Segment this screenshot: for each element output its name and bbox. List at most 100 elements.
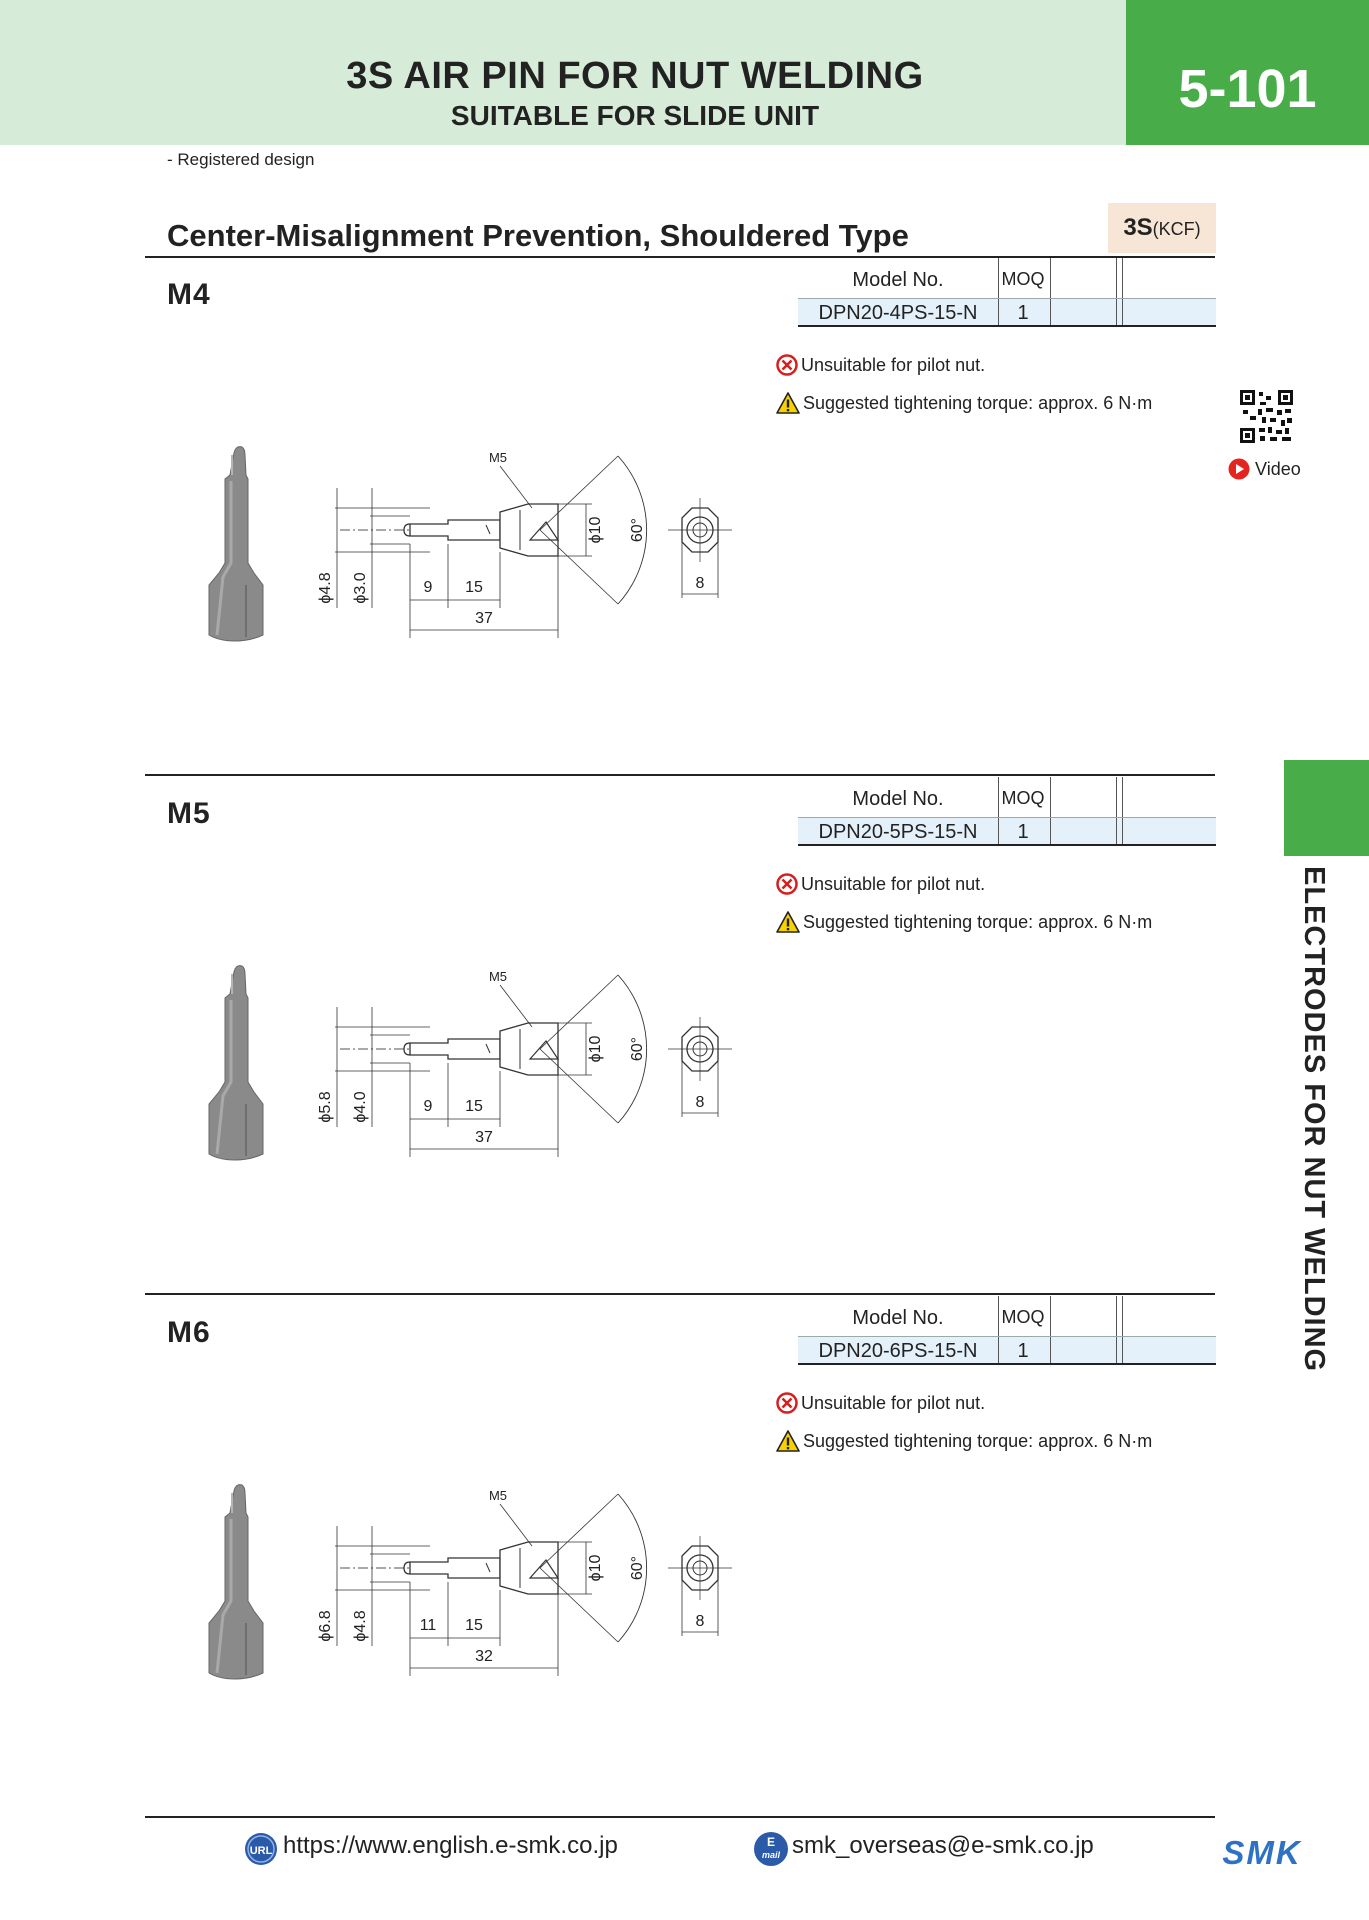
table-gridline (1050, 777, 1051, 817)
header-banner (0, 0, 1126, 145)
unsuitable-text: Unsuitable for pilot nut. (801, 355, 986, 375)
dimension-label: 15 (465, 579, 483, 596)
model-number: DPN20-6PS-15-N (818, 1340, 978, 1362)
dimension-label: ϕ5.8 (317, 1091, 334, 1122)
size-label: M5 (167, 797, 211, 830)
dimension-label: 8 (696, 575, 705, 592)
dimension-label: 60° (629, 1556, 646, 1580)
table-gridline (1116, 258, 1117, 298)
dimension-label: 15 (465, 1617, 483, 1634)
website-link[interactable]: https://www.english.e-smk.co.jp (283, 1832, 618, 1859)
dimension-label: 32 (475, 1648, 493, 1665)
dimension-label: M5 (489, 969, 507, 984)
page-subtitle: SUITABLE FOR SLIDE UNIT (450, 100, 820, 131)
page-number: 5-101 (1126, 0, 1369, 145)
model-table: Model No.MOQ DPN20-5PS-15-N 1 (798, 777, 1216, 846)
table-gridline (1122, 1296, 1123, 1336)
unsuitable-text: Unsuitable for pilot nut. (801, 874, 986, 894)
svg-text:mail: mail (762, 1850, 781, 1860)
model-row[interactable]: DPN20-5PS-15-N 1 (798, 817, 1216, 846)
prohibited-icon (776, 873, 798, 895)
table-gridline (1122, 818, 1123, 844)
table-gridline (1116, 1337, 1117, 1363)
url-icon: URL (245, 1833, 277, 1865)
table-gridline (1116, 818, 1117, 844)
model-table-header: Model No.MOQ (798, 777, 1216, 817)
moq-value: 1 (1017, 302, 1029, 324)
dimension-label: 37 (475, 1129, 493, 1146)
dimension-label: M5 (489, 450, 507, 465)
section-title: Center-Misalignment Prevention, Shoulder… (167, 218, 909, 253)
dimension-label: ϕ4.8 (352, 1610, 369, 1641)
table-gridline (998, 1337, 999, 1363)
table-gridline (1122, 299, 1123, 325)
header-moq: MOQ (1001, 269, 1045, 289)
table-gridline (1116, 299, 1117, 325)
unsuitable-text: Unsuitable for pilot nut. (801, 1393, 986, 1413)
table-gridline (1116, 1296, 1117, 1336)
moq-value: 1 (1017, 1340, 1029, 1362)
email-link[interactable]: smk_overseas@e-smk.co.jp (792, 1832, 1094, 1859)
dimension-label: 60° (629, 518, 646, 542)
dimension-label: ϕ10 (587, 517, 604, 544)
table-gridline (1050, 299, 1051, 325)
qr-code-icon[interactable] (1240, 390, 1293, 443)
torque-text: Suggested tightening torque: approx. 6 N… (803, 393, 1153, 413)
torque-text: Suggested tightening torque: approx. 6 N… (803, 1431, 1153, 1451)
prohibited-icon (776, 1392, 798, 1414)
logo-text: SMK (1222, 1836, 1302, 1868)
page-title: 3S AIR PIN FOR NUT WELDING (346, 55, 924, 97)
model-row[interactable]: DPN20-6PS-15-N 1 (798, 1336, 1216, 1365)
header-model-no: Model No. (852, 788, 944, 810)
header-moq: MOQ (1001, 1307, 1045, 1327)
size-label: M4 (167, 278, 211, 311)
side-tab-label: ELECTRODES FOR NUT WELDING (1298, 866, 1330, 1373)
warning-icon (776, 392, 800, 414)
footer-divider (145, 1816, 1215, 1818)
svg-text:E: E (767, 1835, 775, 1849)
warning-icon (776, 911, 800, 933)
badge-sub: (KCF) (1152, 219, 1201, 239)
dimension-label: ϕ3.0 (352, 572, 369, 603)
torque-text: Suggested tightening torque: approx. 6 N… (803, 912, 1153, 932)
dimension-label: 37 (475, 610, 493, 627)
dimension-label: 11 (420, 1617, 437, 1634)
video-link[interactable]: Video (1228, 458, 1301, 480)
unsuitable-note: Unsuitable for pilot nut. (776, 354, 985, 376)
model-number: DPN20-5PS-15-N (818, 821, 978, 843)
table-gridline (998, 1296, 999, 1336)
model-number: DPN20-4PS-15-N (818, 302, 978, 324)
dimension-label: M5 (489, 1488, 507, 1503)
dimension-label: 15 (465, 1098, 483, 1115)
header-model-no: Model No. (852, 269, 944, 291)
table-gridline (998, 299, 999, 325)
table-gridline (1122, 777, 1123, 817)
svg-text:URL: URL (250, 1845, 273, 1857)
dimension-label: 8 (696, 1613, 705, 1630)
product-photo (208, 965, 264, 1161)
section-divider (145, 256, 1215, 258)
dimension-label: ϕ10 (587, 1036, 604, 1063)
smk-logo: SMK (1222, 1836, 1302, 1868)
model-row[interactable]: DPN20-4PS-15-N 1 (798, 298, 1216, 327)
section-divider (145, 1293, 1215, 1295)
product-photo (208, 446, 264, 642)
registered-design-note: - Registered design (167, 150, 315, 169)
model-table-header: Model No. MOQ (798, 258, 1216, 298)
table-gridline (998, 777, 999, 817)
dimension-label: ϕ4.8 (317, 572, 334, 603)
prohibited-icon (776, 354, 798, 376)
section-divider (145, 774, 1215, 776)
table-gridline (1050, 1296, 1051, 1336)
dimension-label: ϕ4.0 (352, 1091, 369, 1122)
dimension-label: 9 (424, 1098, 433, 1115)
warning-icon (776, 1430, 800, 1452)
table-gridline (1116, 777, 1117, 817)
moq-value: 1 (1017, 821, 1029, 843)
table-gridline (1050, 258, 1051, 298)
product-photo (208, 1484, 264, 1680)
